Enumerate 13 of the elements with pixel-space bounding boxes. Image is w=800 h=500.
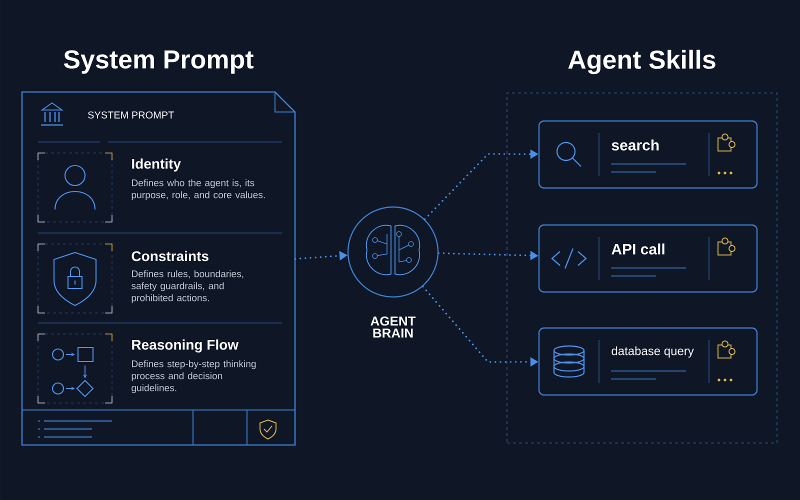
section-description: Defines rules, boundaries, safety guardrails, and prohibited actions. [131,270,244,304]
header-label: SYSTEM PROMPT [88,111,174,119]
section-heading: Constraints [132,250,208,262]
skill-name: database query [612,346,694,358]
section-heading: Reasoning Flow [132,339,239,353]
skill-name: API call [612,243,664,254]
brain-label: AGENT BRAIN [370,316,416,338]
section-description: Defines step-by-step thinking process and decision guidelines. [132,360,256,394]
panel-heading: Agent Skills [568,50,716,74]
panel-heading: System Prompt [64,50,254,74]
section-description: Defines who the agent is, its purpose, role, and core values. [132,179,265,200]
skill-name: search [612,140,659,150]
section-heading: Identity [132,158,181,172]
